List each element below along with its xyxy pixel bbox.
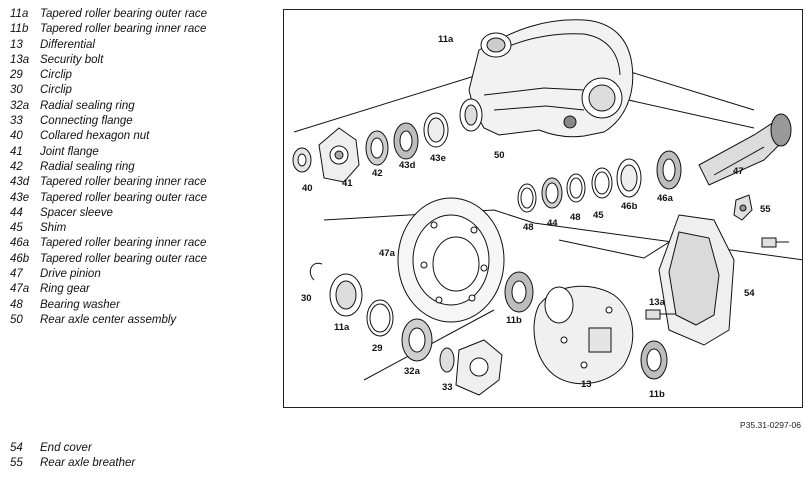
exploded-view-diagram: 11a 50 43e 43d 42 41 40 47 46a 46b 45 48… — [283, 9, 803, 408]
label-30: 30 — [301, 293, 312, 304]
label-54: 54 — [744, 288, 755, 299]
label-47a: 47a — [379, 248, 395, 259]
sealing-ring-42 — [365, 130, 389, 166]
guide-line-mid — [323, 209, 802, 261]
label-46a: 46a — [657, 193, 673, 204]
collared-nut-40 — [292, 147, 312, 173]
breather-bolt — [761, 237, 789, 248]
label-13a: 13a — [649, 297, 665, 308]
label-32a: 32a — [404, 366, 420, 377]
label-45: 45 — [593, 210, 604, 221]
label-33: 33 — [442, 382, 453, 393]
shim-45 — [591, 167, 613, 199]
label-47: 47 — [733, 166, 744, 177]
label-46b: 46b — [621, 201, 638, 212]
diagram-drawing — [292, 19, 802, 396]
security-bolt-13a — [645, 309, 676, 320]
end-cover-54 — [658, 214, 735, 346]
label-50: 50 — [494, 150, 505, 161]
label-48: 48 — [570, 212, 581, 223]
label-43d: 43d — [399, 160, 416, 171]
label-13: 13 — [581, 379, 592, 390]
bearing-43d — [393, 122, 419, 160]
label-42: 42 — [372, 168, 383, 179]
bearing-11a-low — [329, 273, 363, 317]
label-11a-low: 11a — [334, 322, 350, 333]
drive-pinion-47 — [698, 113, 792, 186]
label-43e: 43e — [430, 153, 446, 164]
label-44: 44 — [547, 218, 558, 229]
washer-48 — [566, 173, 586, 203]
circlip-29 — [366, 299, 394, 337]
label-11b-low: 11b — [649, 389, 665, 400]
connecting-flange-33 — [439, 339, 503, 396]
bearing-11b-mid — [504, 271, 534, 313]
axle-housing-50 — [459, 19, 634, 138]
joint-flange-41 — [318, 127, 360, 183]
bearing-43e — [423, 112, 449, 148]
ring-gear-47a — [397, 197, 505, 323]
differential-13 — [533, 285, 634, 385]
label-11b-mid: 11b — [506, 315, 522, 326]
label-40: 40 — [302, 183, 313, 194]
label-29: 29 — [372, 343, 383, 354]
label-48b: 48 — [523, 222, 534, 233]
label-11a-top: 11a — [438, 34, 454, 45]
label-55: 55 — [760, 204, 771, 215]
guide-line-right — [623, 69, 755, 111]
washer-48b — [517, 183, 537, 213]
bearing-46b — [616, 158, 642, 198]
bearing-46a — [656, 150, 682, 190]
figure-reference: P35.31-0297-06 — [740, 420, 801, 430]
breather-55 — [733, 194, 753, 221]
sealing-ring-32a — [401, 318, 433, 362]
bearing-11b-low — [640, 340, 668, 380]
spacer-44 — [541, 177, 563, 209]
label-41: 41 — [342, 178, 353, 189]
circlip-30 — [309, 262, 323, 281]
